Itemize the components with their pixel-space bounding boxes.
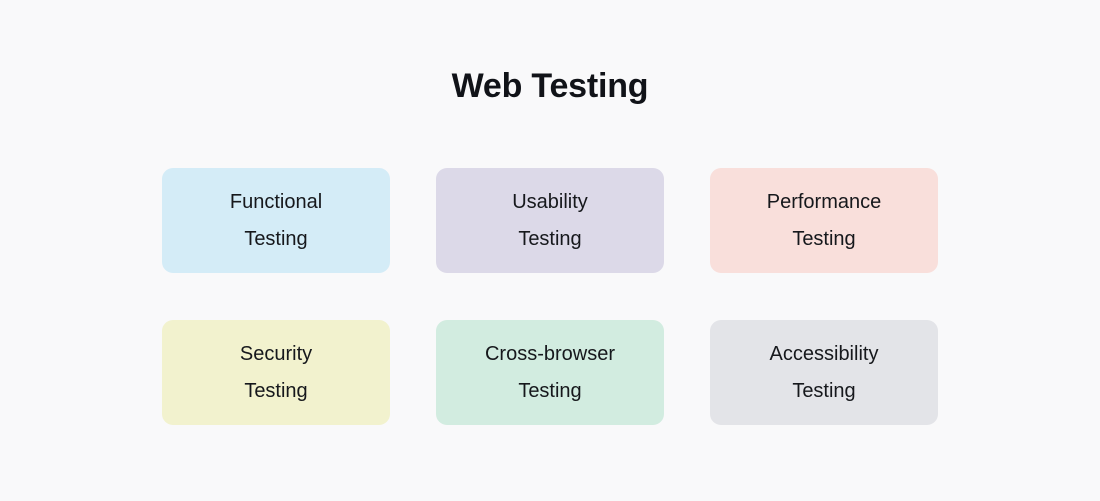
card-label-line2: Testing [518,379,582,402]
card-label-line1: Usability [512,190,588,213]
card-cross-browser-testing[interactable]: Cross-browser Testing [436,320,664,425]
card-accessibility-testing[interactable]: Accessibility Testing [710,320,938,425]
card-label-line1: Accessibility [769,342,879,365]
card-label-line1: Functional [229,190,323,213]
card-security-testing[interactable]: Security Testing [162,320,390,425]
testing-types-grid: Functional Testing Usability Testing Per… [162,168,938,425]
card-usability-testing[interactable]: Usability Testing [436,168,664,273]
card-label-line2: Testing [792,379,856,402]
card-label-line2: Testing [244,227,308,250]
card-label-line2: Testing [518,227,582,250]
card-performance-testing[interactable]: Performance Testing [710,168,938,273]
card-label-line2: Testing [244,379,308,402]
card-functional-testing[interactable]: Functional Testing [162,168,390,273]
page-title: Web Testing [451,67,649,105]
card-label-line1: Security [239,342,313,365]
card-label-line1: Cross-browser [484,342,616,365]
card-label-line2: Testing [792,227,856,250]
card-label-line1: Performance [766,190,882,213]
